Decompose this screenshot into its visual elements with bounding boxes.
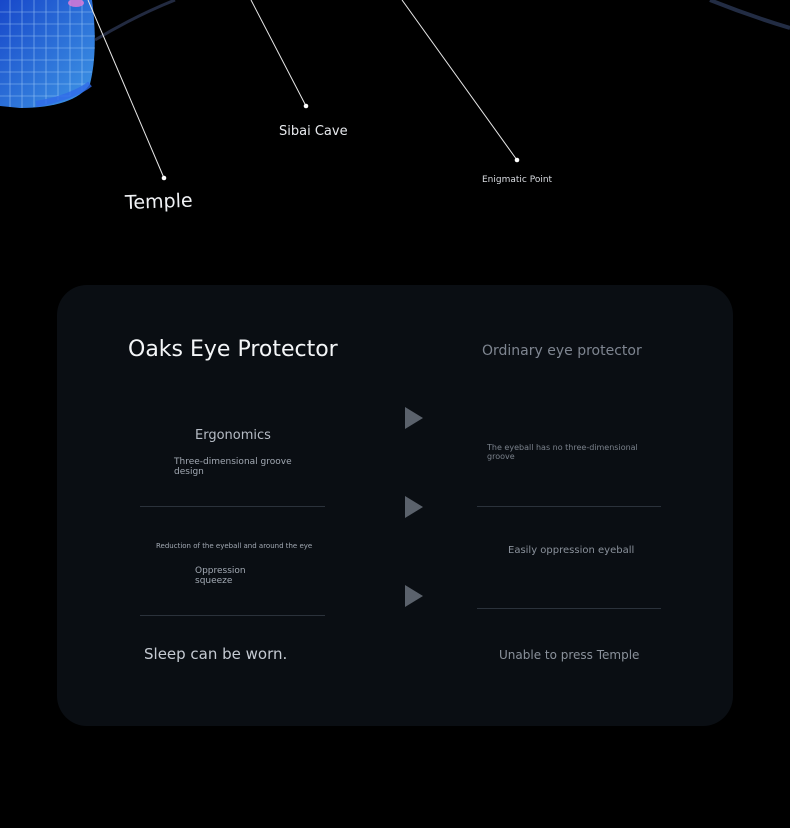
callout-lines xyxy=(87,0,790,181)
wireframe-mask-icon xyxy=(0,0,95,108)
divider xyxy=(140,506,325,507)
callout-temple: Temple xyxy=(124,189,193,214)
divider xyxy=(140,615,325,616)
sleep-text: Sleep can be worn. xyxy=(144,645,288,663)
divider xyxy=(477,608,661,609)
unable-temple-text: Unable to press Temple xyxy=(499,648,640,662)
play-triangle-icon xyxy=(405,585,423,607)
oaks-title: Oaks Eye Protector xyxy=(128,337,338,362)
callout-sibai-cave: Sibai Cave xyxy=(279,124,348,139)
callout-enigmatic-point: Enigmatic Point xyxy=(482,175,553,185)
comparison-card xyxy=(57,285,733,726)
ergonomics-label: Ergonomics xyxy=(195,428,271,443)
divider xyxy=(477,506,661,507)
ordinary-title: Ordinary eye protector xyxy=(482,343,642,359)
oppression-text: Oppression squeeze xyxy=(195,566,246,586)
easily-oppression-text: Easily oppression eyeball xyxy=(508,545,635,556)
no-groove-text: The eyeball has no three-dimensional gro… xyxy=(487,443,638,461)
play-triangle-icon xyxy=(405,496,423,518)
groove-design-text: Three-dimensional groove design xyxy=(174,457,292,477)
play-triangle-icon xyxy=(405,407,423,429)
reduction-text: Reduction of the eyeball and around the … xyxy=(156,542,313,550)
